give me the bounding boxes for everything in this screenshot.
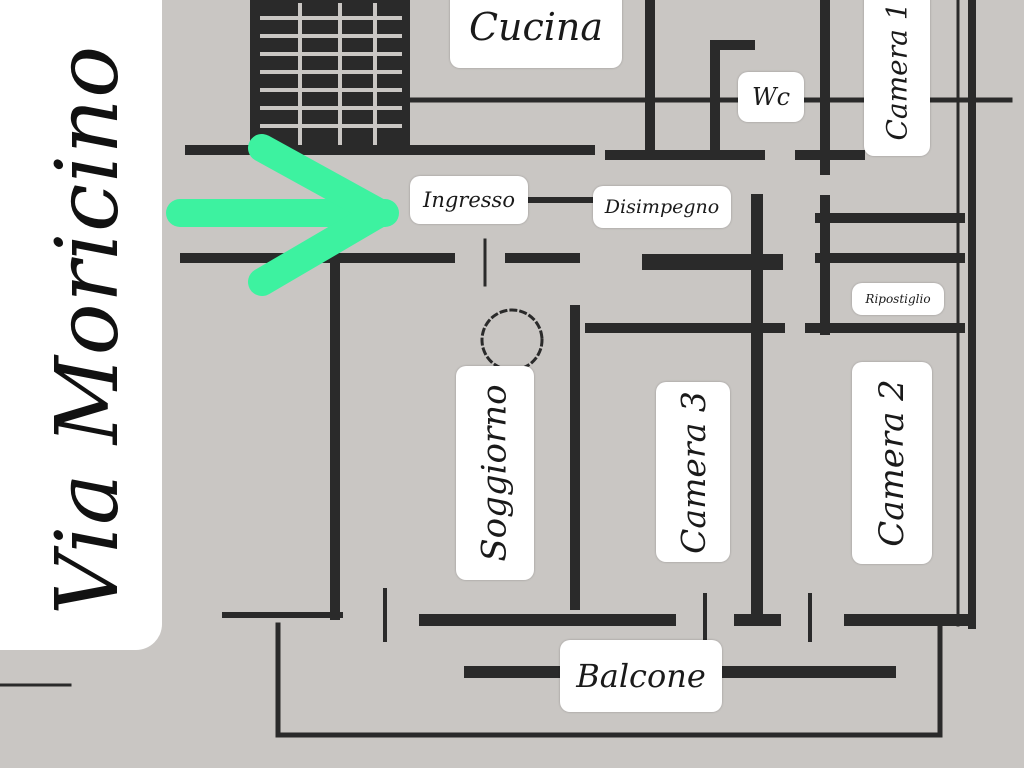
room-label-wc: Wc <box>738 72 804 122</box>
room-label-cucina: Cucina <box>450 0 622 68</box>
walls <box>0 0 1013 738</box>
room-label-balcone: Balcone <box>560 640 722 712</box>
street-card <box>0 0 162 650</box>
room-label-ingresso: Ingresso <box>410 176 528 224</box>
room-label-camera1: Camera 1 <box>864 0 930 156</box>
room-label-soggiorno: Soggiorno <box>456 366 534 580</box>
room-label-disimpegno: Disimpegno <box>593 186 731 228</box>
street-name: Via Moricino <box>38 45 138 615</box>
room-label-camera2: Camera 2 <box>852 362 932 564</box>
arrow-right-icon <box>166 134 399 296</box>
staircase-steps <box>260 3 402 147</box>
room-label-ripostiglio: Ripostiglio <box>852 283 944 315</box>
room-label-camera3: Camera 3 <box>656 382 730 562</box>
